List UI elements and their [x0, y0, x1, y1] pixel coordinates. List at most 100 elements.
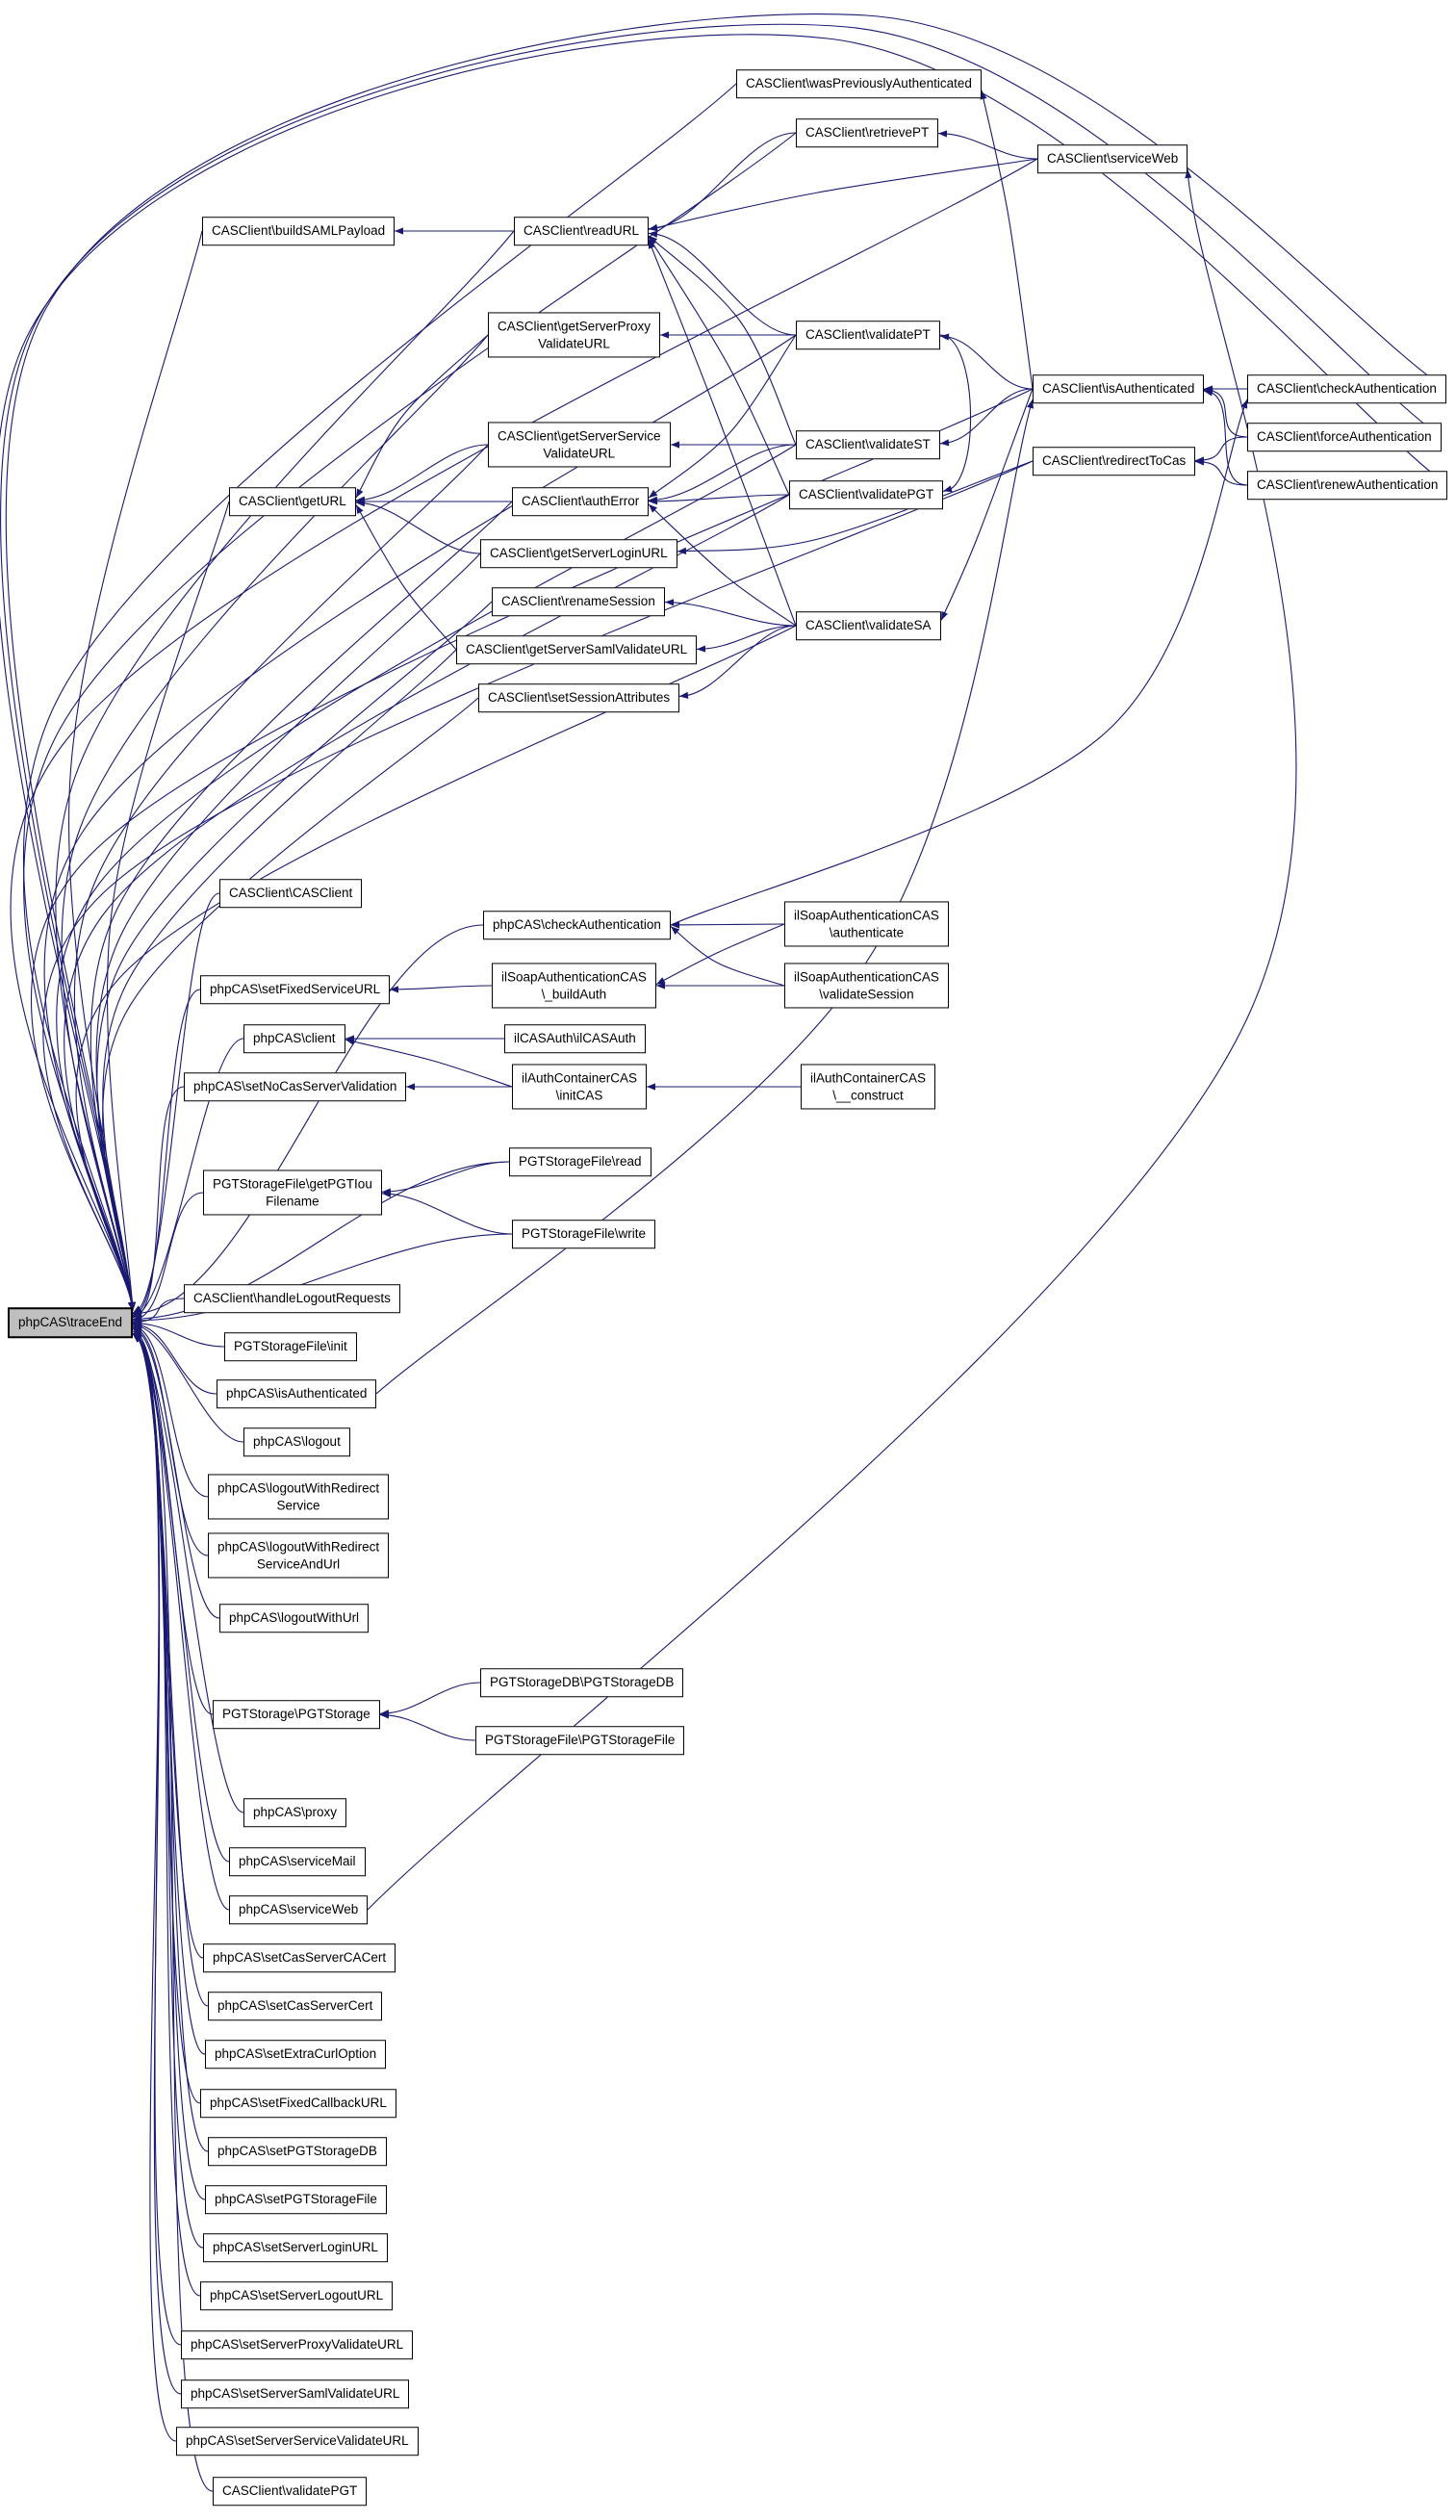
edge-redirToCas-to-traceEnd — [42, 460, 1034, 1312]
node-label: ServiceAndUrl — [256, 1556, 341, 1571]
node-pSetSrvProxyV[interactable]: phpCAS\setServerProxyValidateURL — [181, 2330, 414, 2359]
node-pProxy[interactable]: phpCAS\proxy — [243, 1798, 347, 1827]
arrowhead-icon — [665, 599, 675, 606]
edge-validatePGT-to-authError — [648, 494, 790, 502]
node-label: phpCAS\logoutWithRedirect — [217, 1480, 380, 1496]
node-label: phpCAS\setCasServerCACert — [213, 1950, 387, 1966]
node-validateST[interactable]: CASClient\validateST — [796, 430, 940, 459]
node-label: CASClient\forceAuthentication — [1257, 429, 1432, 445]
node-forceAuth[interactable]: CASClient\forceAuthentication — [1247, 423, 1442, 451]
node-soapValidateSession[interactable]: ilSoapAuthenticationCAS\validateSession — [784, 963, 949, 1009]
node-pSetFixedCallback[interactable]: phpCAS\setFixedCallbackURL — [200, 2089, 396, 2118]
node-pIsAuth[interactable]: phpCAS\isAuthenticated — [217, 1379, 377, 1408]
edge-pgtFile-to-pgtStorage — [379, 1714, 476, 1741]
node-pgtRead[interactable]: PGTStorageFile\read — [509, 1147, 651, 1176]
arrowhead-icon — [390, 986, 399, 993]
node-pSetCert[interactable]: phpCAS\setCasServerCert — [208, 1992, 383, 2020]
node-pClient[interactable]: phpCAS\client — [243, 1024, 345, 1053]
arrowhead-icon — [940, 333, 950, 341]
node-validateSA[interactable]: CASClient\validateSA — [796, 611, 941, 640]
node-pgtWrite[interactable]: PGTStorageFile\write — [512, 1220, 656, 1248]
arrowhead-icon — [380, 1711, 390, 1719]
edge-pCheckAuth-to-traceEnd — [132, 924, 484, 1315]
node-pLogoutWithUrl[interactable]: phpCAS\logoutWithUrl — [219, 1604, 370, 1633]
node-validatePGT[interactable]: CASClient\validatePGT — [789, 480, 944, 509]
node-label: CASClient\renameSession — [501, 594, 655, 609]
edge-pSetFixedServiceURL-to-traceEnd — [132, 989, 201, 1316]
node-cValidatePGT2[interactable]: CASClient\validatePGT — [213, 2477, 368, 2506]
node-soapBuildAuth[interactable]: ilSoapAuthenticationCAS\_buildAuth — [492, 963, 656, 1009]
edge-renewAuth-to-isAuth — [1203, 390, 1248, 486]
arrowhead-icon — [1240, 399, 1248, 409]
node-pSetPGTDB[interactable]: phpCAS\setPGTStorageDB — [208, 2137, 387, 2166]
node-pLogout[interactable]: phpCAS\logout — [243, 1427, 350, 1456]
node-label: phpCAS\client — [253, 1031, 336, 1046]
arrowhead-icon — [656, 977, 666, 985]
node-casclient[interactable]: CASClient\CASClient — [219, 879, 363, 908]
node-pgtInit[interactable]: PGTStorageFile\init — [224, 1332, 357, 1361]
node-pSetSrvLogin[interactable]: phpCAS\setServerLoginURL — [203, 2233, 388, 2262]
node-pServiceMail[interactable]: phpCAS\serviceMail — [229, 1847, 366, 1876]
node-setSessAttr[interactable]: CASClient\setSessionAttributes — [478, 683, 680, 712]
edge-getSPVURL-to-traceEnd — [61, 334, 489, 1312]
node-label: CASClient\setSessionAttributes — [488, 690, 671, 706]
node-getURL[interactable]: CASClient\getURL — [229, 487, 356, 516]
node-pServiceWeb[interactable]: phpCAS\serviceWeb — [229, 1895, 369, 1924]
node-pSetSrvServiceV[interactable]: phpCAS\setServerServiceValidateURL — [176, 2427, 419, 2456]
node-label: CASClient\validatePT — [805, 327, 931, 343]
node-label: \initCAS — [555, 1088, 603, 1102]
edge-pCheckAuth-to-checkAuth — [670, 399, 1248, 926]
edge-validateSA-to-getSSamlVURL — [696, 625, 797, 650]
node-pSetNoCasServerValidation[interactable]: phpCAS\setNoCasServerValidation — [184, 1072, 407, 1101]
node-readURL[interactable]: CASClient\readURL — [514, 217, 650, 245]
node-ilCASAuth[interactable]: ilCASAuth\ilCASAuth — [504, 1024, 646, 1053]
node-pgtFile[interactable]: PGTStorageFile\PGTStorageFile — [475, 1726, 685, 1755]
node-label: CASClient\CASClient — [229, 886, 353, 901]
node-pSetSrvSamlV[interactable]: phpCAS\setServerSamlValidateURL — [181, 2379, 410, 2408]
node-redirToCas[interactable]: CASClient\redirectToCas — [1033, 447, 1196, 476]
node-pSetCACert[interactable]: phpCAS\setCasServerCACert — [203, 1943, 396, 1972]
node-pgtStorage[interactable]: PGTStorage\PGTStorage — [213, 1700, 380, 1729]
node-label: CASClient\serviceWeb — [1047, 151, 1179, 167]
node-pgtDB[interactable]: PGTStorageDB\PGTStorageDB — [480, 1668, 684, 1697]
node-label: phpCAS\checkAuthentication — [493, 917, 661, 933]
node-checkAuth[interactable]: CASClient\checkAuthentication — [1247, 374, 1446, 403]
node-pSetCurl[interactable]: phpCAS\setExtraCurlOption — [205, 2040, 387, 2069]
node-pSetPGTFile[interactable]: phpCAS\setPGTStorageFile — [205, 2185, 387, 2214]
node-validatePT[interactable]: CASClient\validatePT — [796, 321, 940, 349]
node-label: phpCAS\traceEnd — [18, 1315, 123, 1330]
node-getSSamlVURL[interactable]: CASClient\getServerSamlValidateURL — [456, 635, 698, 664]
node-initCAS[interactable]: ilAuthContainerCAS\initCAS — [512, 1064, 648, 1110]
node-isAuth[interactable]: CASClient\isAuthenticated — [1033, 374, 1205, 403]
node-renameSession[interactable]: CASClient\renameSession — [492, 587, 665, 616]
node-soapAuthenticate[interactable]: ilSoapAuthenticationCAS\authenticate — [784, 901, 949, 947]
node-pSetSrvLogout[interactable]: phpCAS\setServerLogoutURL — [200, 2281, 394, 2310]
edge-casclient-to-traceEnd — [132, 892, 220, 1314]
node-wasPrevAuth[interactable]: CASClient\wasPreviouslyAuthenticated — [736, 69, 982, 98]
node-label: phpCAS\setServerSamlValidateURL — [191, 2386, 400, 2402]
edge-pSetNoCasServerValidation-to-traceEnd — [132, 1086, 185, 1319]
node-cServiceWeb[interactable]: CASClient\serviceWeb — [1037, 144, 1188, 173]
node-label: ilAuthContainerCAS — [810, 1070, 927, 1086]
node-label: PGTStorageFile\getPGTIou — [213, 1176, 372, 1192]
node-pSetFixedServiceURL[interactable]: phpCAS\setFixedServiceURL — [200, 975, 391, 1004]
node-handleLogout[interactable]: CASClient\handleLogoutRequests — [184, 1284, 400, 1313]
arrowhead-icon — [356, 496, 366, 503]
edge-renewAuth-to-redirToCas — [1194, 461, 1248, 486]
node-getSLoginURL[interactable]: CASClient\getServerLoginURL — [480, 539, 677, 568]
node-renewAuth[interactable]: CASClient\renewAuthentication — [1247, 471, 1448, 500]
node-pCheckAuth[interactable]: phpCAS\checkAuthentication — [483, 911, 671, 939]
node-label: \__construct — [832, 1088, 904, 1102]
node-authConstruct[interactable]: ilAuthContainerCAS \__construct — [801, 1064, 936, 1110]
node-retrievePT[interactable]: CASClient\retrievePT — [796, 118, 939, 147]
edge-cValidatePGT2-to-traceEnd — [132, 1333, 214, 2492]
node-buildSAML[interactable]: CASClient\buildSAMLPayload — [202, 217, 396, 245]
edge-pgtRead-to-getPGTIou — [381, 1161, 510, 1193]
node-authError[interactable]: CASClient\authError — [512, 487, 650, 516]
